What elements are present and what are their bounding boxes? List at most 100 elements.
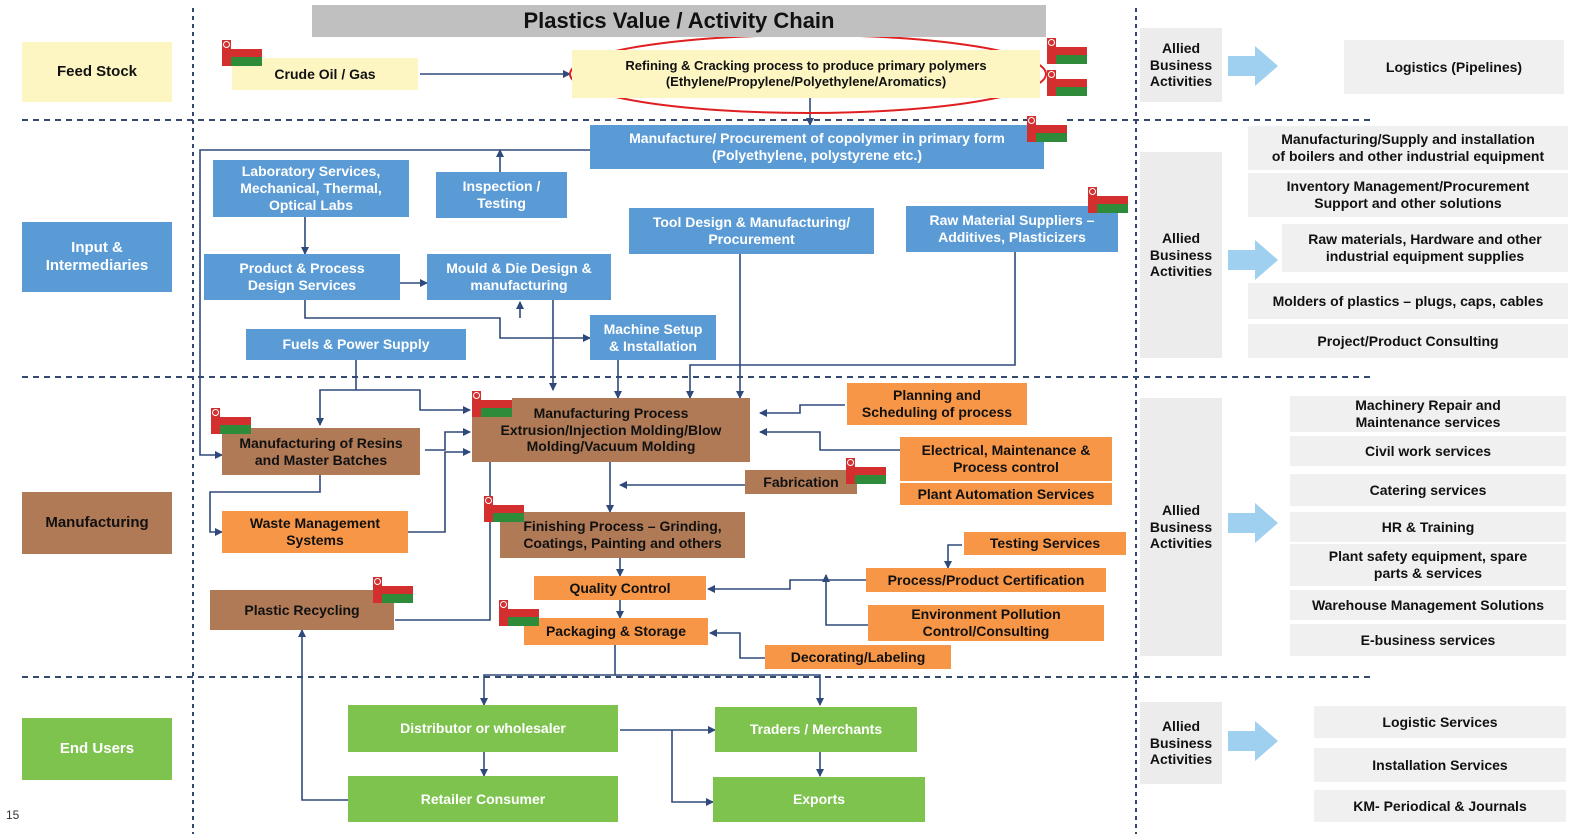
node-product-design-line2: Design Services xyxy=(247,277,357,293)
node-traders-label: Traders / Merchants xyxy=(749,721,883,738)
node-fabrication: Fabrication xyxy=(745,470,857,494)
title-text: Plastics Value / Activity Chain xyxy=(523,7,835,33)
node-electrical: Electrical, Maintenance & Process contro… xyxy=(900,437,1112,481)
allied-label-line2: Business xyxy=(1149,518,1213,535)
node-raw: Raw Material Suppliers – Additives, Plas… xyxy=(906,206,1118,252)
node-electrical-line1: Electrical, Maintenance & xyxy=(921,442,1091,459)
node-process-line2: Extrusion/Injection Molding/Blow xyxy=(500,421,722,438)
allied-input-item-line1: Raw materials, Hardware and other xyxy=(1308,231,1542,248)
allied-endusers-item-label: Logistic Services xyxy=(1382,713,1498,730)
category-endusers-label: End Users xyxy=(59,740,135,757)
oman-flag-icon xyxy=(1088,187,1128,213)
category-input-line1: Input & xyxy=(71,239,123,256)
node-testing: Testing Services xyxy=(964,532,1126,555)
node-exports-label: Exports xyxy=(792,791,846,808)
allied-label-line1: Allied xyxy=(1161,501,1201,518)
allied-manufacturing-item-label: Civil work services xyxy=(1364,442,1492,459)
allied-manufacturing-item-label: E-business services xyxy=(1360,631,1496,648)
node-planning-line2: Scheduling of process xyxy=(861,404,1013,420)
node-crude: Crude Oil / Gas xyxy=(232,58,418,90)
node-quality-label: Quality Control xyxy=(569,579,671,596)
allied-manufacturing-item-label: Catering services xyxy=(1369,481,1487,498)
node-resins-line1: Manufacturing of Resins xyxy=(239,434,403,451)
oman-flag-icon xyxy=(1047,38,1087,64)
allied-endusers-item: KM- Periodical & Journals xyxy=(1314,790,1566,822)
node-inspection: Inspection / Testing xyxy=(436,172,567,218)
allied-manufacturing-item-line2: parts & services xyxy=(1373,565,1483,581)
page-title: Plastics Value / Activity Chain xyxy=(312,5,1046,37)
category-feedstock-label: Feed Stock xyxy=(56,63,138,80)
allied-manufacturing-item: HR & Training xyxy=(1290,512,1566,542)
allied-label-line3: Activities xyxy=(1149,73,1213,90)
node-environment-line2: Control/Consulting xyxy=(922,623,1050,639)
allied-input-item: Manufacturing/Supply and installation of… xyxy=(1248,126,1568,170)
node-environment: Environment Pollution Control/Consulting xyxy=(868,605,1104,641)
allied-label-line2: Business xyxy=(1149,734,1213,751)
allied-label-line3: Activities xyxy=(1149,751,1213,768)
allied-endusers-item-label: KM- Periodical & Journals xyxy=(1353,797,1527,814)
allied-manufacturing-item-label: Warehouse Management Solutions xyxy=(1311,596,1545,613)
node-product-design: Product & Process Design Services xyxy=(204,254,400,300)
node-inspection-line2: Testing xyxy=(477,195,526,211)
allied-label-line3: Activities xyxy=(1149,263,1213,280)
allied-manufacturing-item: E-business services xyxy=(1290,624,1566,656)
allied-feedstock-item: Logistics (Pipelines) xyxy=(1344,40,1564,94)
node-decorating: Decorating/Labeling xyxy=(765,645,951,669)
node-exports: Exports xyxy=(713,777,925,822)
allied-manufacturing-item: Civil work services xyxy=(1290,436,1566,466)
node-copolymer-line1: Manufacture/ Procurement of copolymer in… xyxy=(629,130,1005,147)
oman-flag-icon xyxy=(1027,116,1067,142)
node-retailer: Retailer Consumer xyxy=(348,776,618,822)
node-lab-line2: Mechanical, Thermal, xyxy=(240,180,382,197)
oman-flag-icon xyxy=(484,496,524,522)
allied-label-line1: Allied xyxy=(1161,39,1201,56)
node-waste-line2: Systems xyxy=(286,532,344,548)
node-inspection-line1: Inspection / xyxy=(462,178,541,195)
node-decorating-label: Decorating/Labeling xyxy=(790,648,926,665)
node-resins: Manufacturing of Resins and Master Batch… xyxy=(222,428,420,475)
node-process-line1: Manufacturing Process xyxy=(533,404,689,421)
allied-input-item-line2: Support and other solutions xyxy=(1314,195,1502,211)
allied-label-manufacturing: Allied Business Activities xyxy=(1140,398,1222,656)
category-manufacturing: Manufacturing xyxy=(22,492,172,554)
node-mould: Mould & Die Design & manufacturing xyxy=(427,254,611,300)
node-process: Manufacturing Process Extrusion/Injectio… xyxy=(472,398,750,462)
allied-input-item: Inventory Management/Procurement Support… xyxy=(1248,173,1568,217)
allied-manufacturing-item: Plant safety equipment, spare parts & se… xyxy=(1290,544,1566,586)
oman-flag-icon xyxy=(1047,70,1087,96)
node-recycling: Plastic Recycling xyxy=(210,590,394,630)
node-machine: Machine Setup & Installation xyxy=(590,315,716,360)
allied-manufacturing-item-line2: Maintenance services xyxy=(1355,414,1501,430)
node-distributor: Distributor or wholesaler xyxy=(348,705,618,752)
node-resins-line2: and Master Batches xyxy=(254,451,388,468)
oman-flag-icon xyxy=(222,40,262,66)
allied-manufacturing-item-line1: Machinery Repair and xyxy=(1355,397,1501,414)
node-finishing-line1: Finishing Process – Grinding, xyxy=(523,518,722,535)
allied-endusers-item-label: Installation Services xyxy=(1372,756,1508,773)
allied-input-item-line1: Inventory Management/Procurement xyxy=(1286,178,1530,195)
node-raw-line1: Raw Material Suppliers – xyxy=(929,212,1095,229)
node-automation: Plant Automation Services xyxy=(900,483,1112,505)
allied-arrows xyxy=(1228,46,1278,761)
node-crude-label: Crude Oil / Gas xyxy=(274,65,376,82)
allied-input-item-line2: industrial equipment supplies xyxy=(1325,248,1525,264)
node-tool-line2: Procurement xyxy=(708,231,795,247)
allied-input-item-label: Project/Product Consulting xyxy=(1317,332,1499,349)
node-tool: Tool Design & Manufacturing/ Procurement xyxy=(629,208,874,254)
node-quality: Quality Control xyxy=(534,576,706,600)
node-traders: Traders / Merchants xyxy=(715,707,917,752)
flow-arrows xyxy=(199,70,1016,806)
allied-label-line1: Allied xyxy=(1161,717,1201,734)
allied-input-item-label: Molders of plastics – plugs, caps, cable… xyxy=(1272,292,1544,309)
allied-label-input: Allied Business Activities xyxy=(1140,152,1222,358)
allied-manufacturing-item: Warehouse Management Solutions xyxy=(1290,590,1566,620)
category-endusers: End Users xyxy=(22,718,172,780)
oman-flag-icon xyxy=(499,600,539,626)
node-packaging-label: Packaging & Storage xyxy=(545,623,687,640)
node-raw-line2: Additives, Plasticizers xyxy=(938,229,1086,245)
category-manufacturing-label: Manufacturing xyxy=(45,514,149,531)
node-automation-label: Plant Automation Services xyxy=(917,485,1095,502)
node-planning: Planning and Scheduling of process xyxy=(847,383,1027,425)
section-dividers xyxy=(22,8,1370,834)
node-product-design-line1: Product & Process xyxy=(239,260,365,277)
